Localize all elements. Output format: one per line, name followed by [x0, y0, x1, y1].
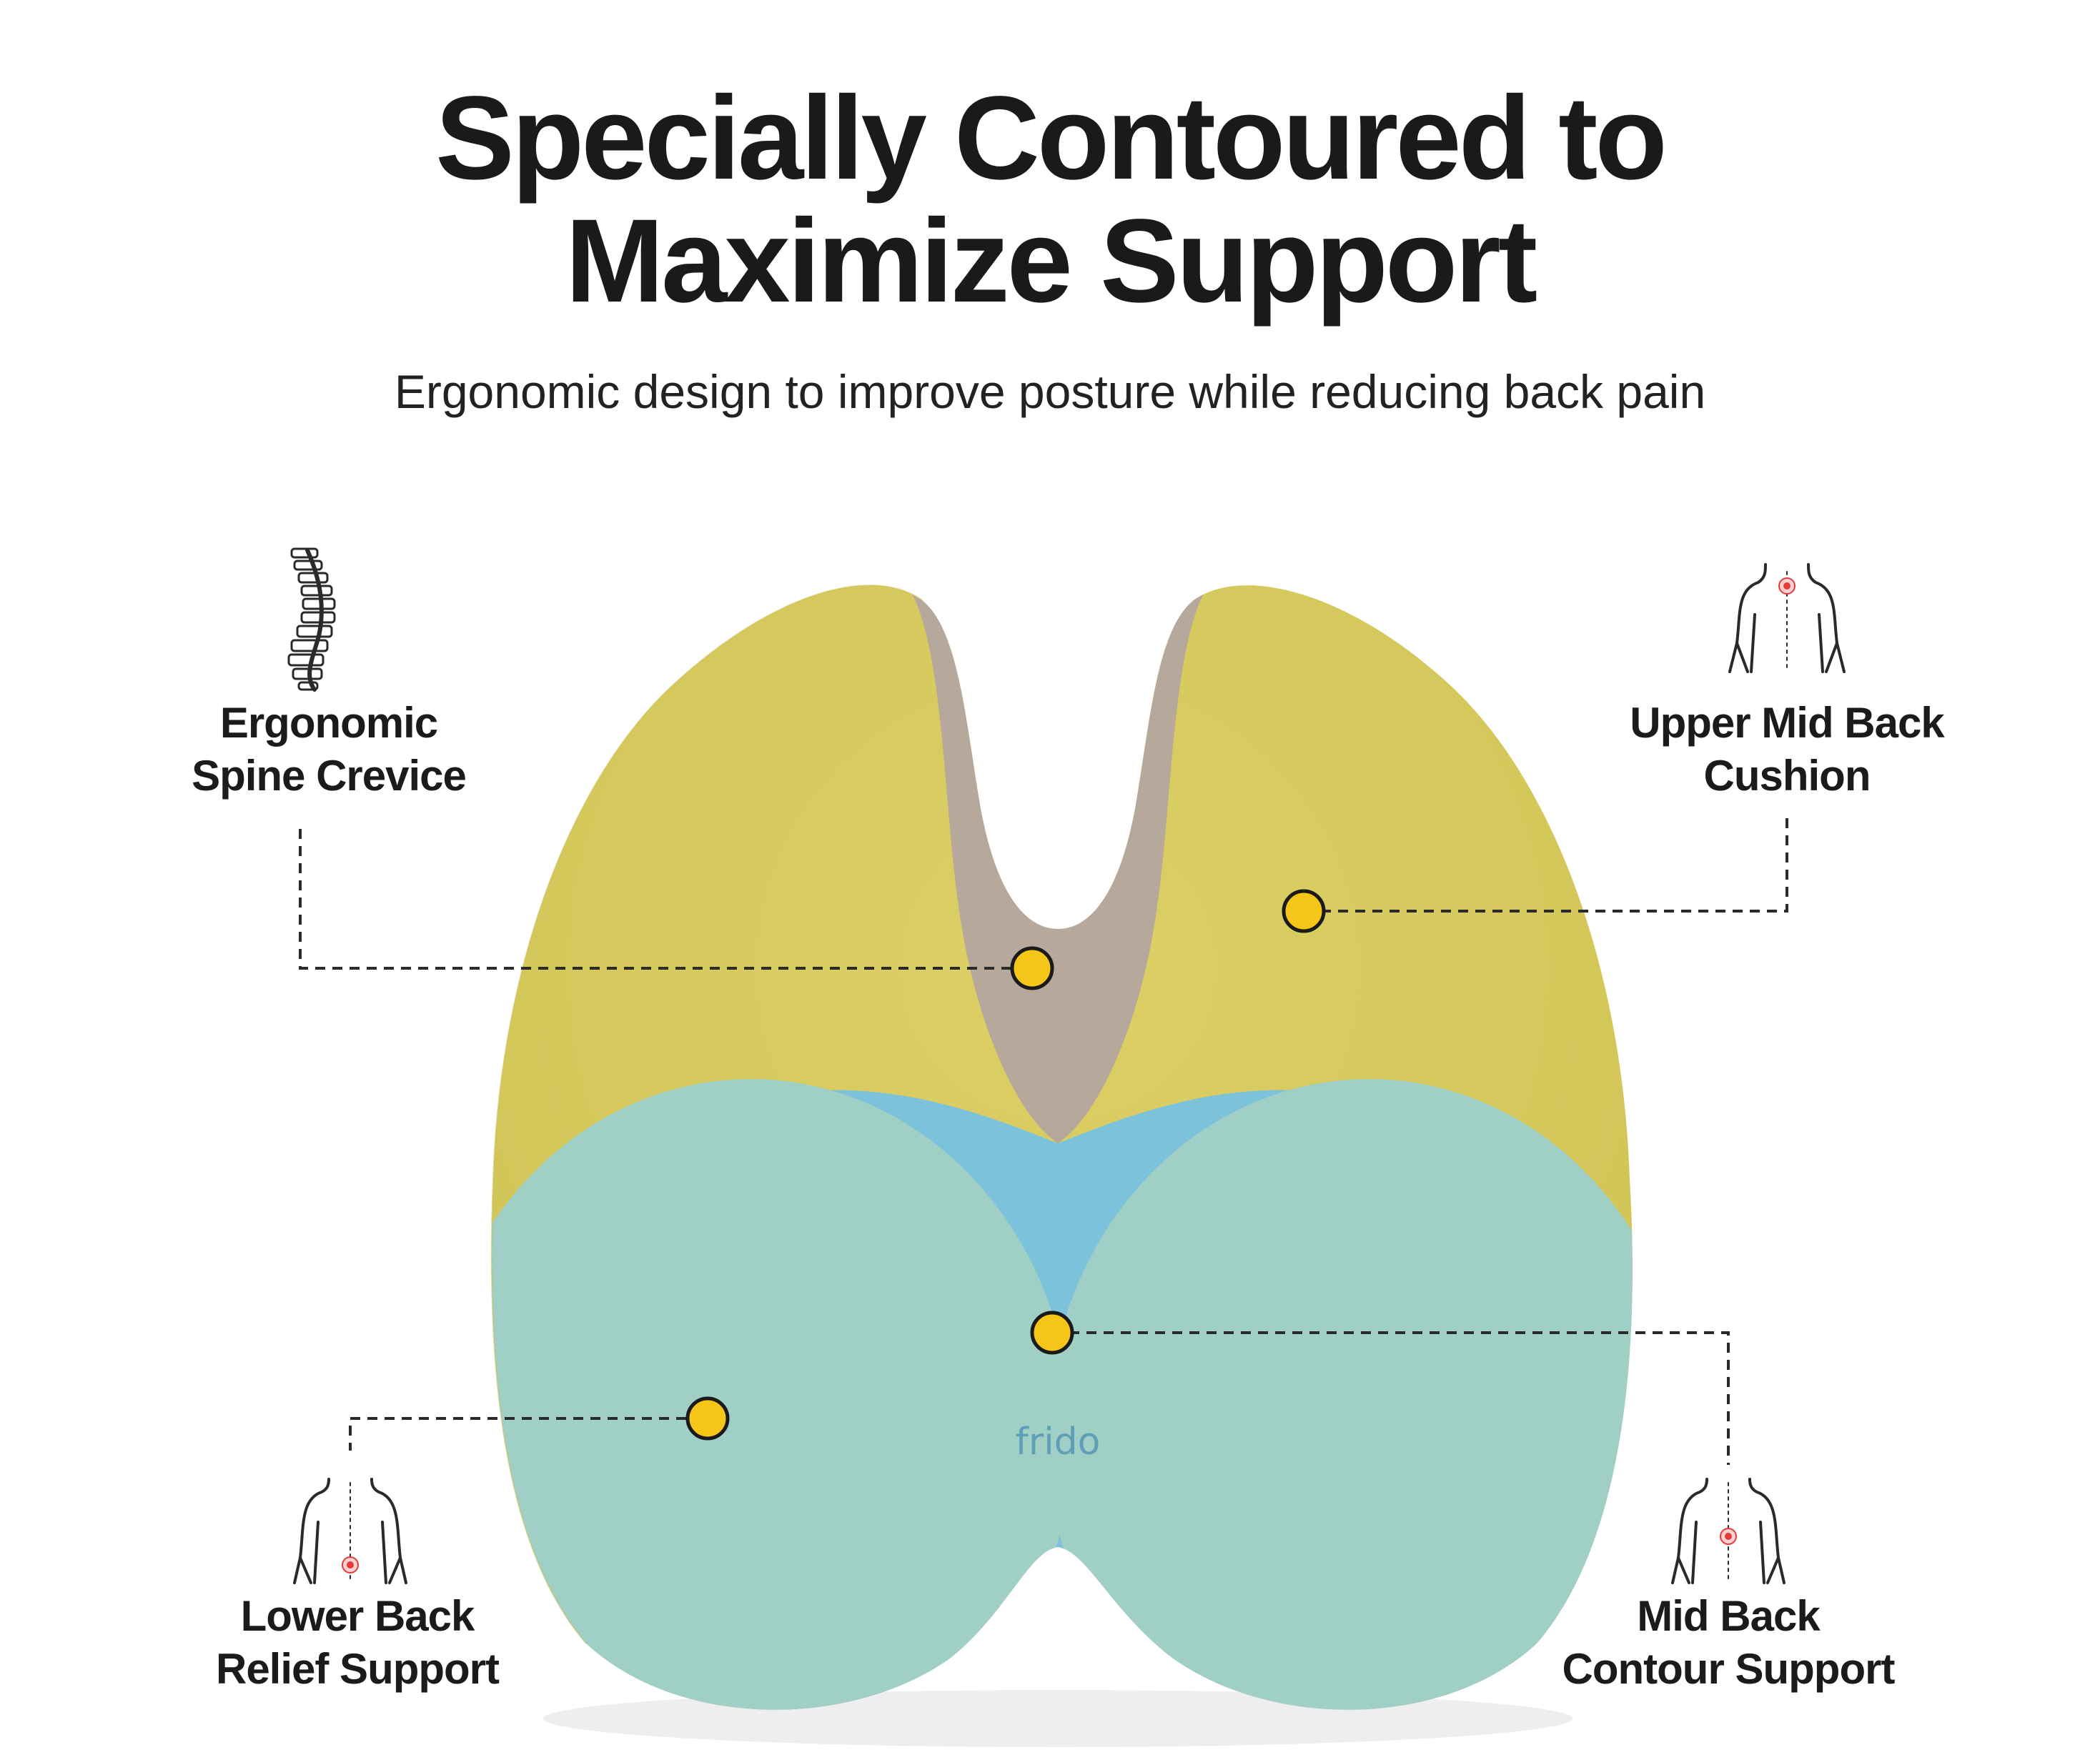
leader-spine-crevice [299, 829, 1032, 970]
callout-spine-crevice: Ergonomic Spine Crevice [143, 697, 515, 802]
callout-lower-back: Lower Back Relief Support [164, 1590, 550, 1696]
headline: Specially Contoured to Maximize Support [0, 77, 2100, 323]
callout-mid-back-line-1: Mid Back [1637, 1592, 1820, 1640]
brand-logo: frido [1016, 1421, 1101, 1463]
callout-upper-mid-back-line-2: Cushion [1703, 752, 1871, 800]
mid-back-body-icon [1671, 1478, 1786, 1584]
callout-upper-mid-back-line-1: Upper Mid Back [1630, 699, 1944, 747]
callout-lower-back-line-1: Lower Back [240, 1592, 475, 1640]
leader-lower-back [349, 1417, 703, 1451]
subheadline: Ergonomic design to improve posture whil… [394, 365, 1706, 418]
headline-line-2: Maximize Support [565, 195, 1537, 327]
callout-spine-crevice-line-2: Spine Crevice [192, 752, 467, 800]
callout-upper-mid-back: Upper Mid Back Cushion [1572, 697, 2001, 802]
lower-back-body-icon [293, 1478, 407, 1584]
callout-mid-back-line-2: Contour Support [1562, 1645, 1896, 1693]
leader-lines [299, 818, 1788, 1465]
cushion-body [491, 585, 1633, 1710]
marker-upper-mid-back [1282, 889, 1326, 933]
callout-lower-back-line-2: Relief Support [215, 1645, 500, 1693]
spine-icon [287, 547, 336, 692]
lower-back-right-lobe [1047, 1079, 1633, 1710]
upper-back-body-icon [1728, 563, 1846, 673]
leader-upper-mid-back [1304, 818, 1788, 913]
headline-line-1: Specially Contoured to [435, 72, 1668, 204]
callout-mid-back: Mid Back Contour Support [1514, 1590, 1943, 1696]
lower-back-left-lobe [491, 1079, 1072, 1710]
callout-spine-crevice-line-1: Ergonomic [219, 699, 438, 747]
marker-mid-back [1030, 1311, 1074, 1355]
leader-mid-back [1052, 1331, 1730, 1465]
marker-spine-crevice [1010, 946, 1054, 990]
marker-lower-back [685, 1396, 730, 1441]
